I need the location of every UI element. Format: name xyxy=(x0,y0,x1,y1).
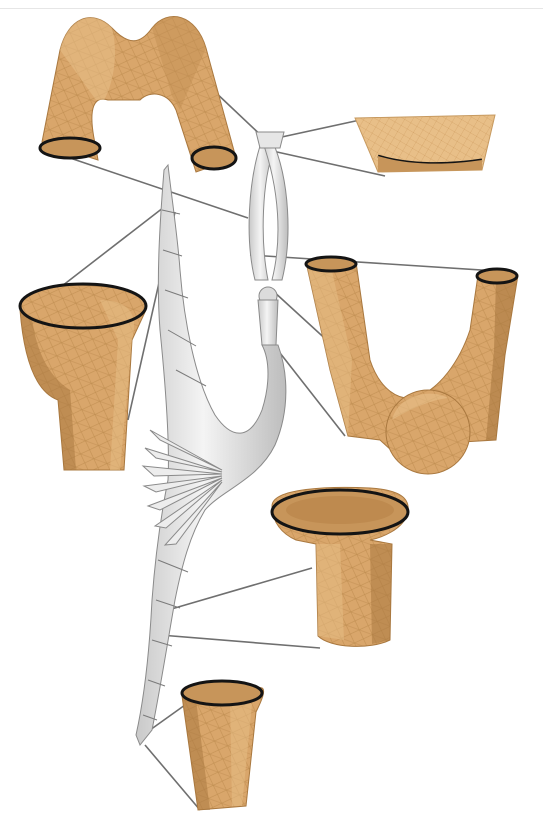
small-cup-part xyxy=(182,681,264,810)
connector-cup-top xyxy=(62,204,168,286)
wide-cup-part xyxy=(20,284,147,470)
pedestal-part xyxy=(272,487,408,646)
skeleton-model xyxy=(136,132,288,745)
connector-pedestal-top xyxy=(168,568,312,610)
connector-utube-top xyxy=(250,255,512,272)
connector-pedestal-bottom xyxy=(160,635,320,648)
connector-slab-bottom xyxy=(268,150,385,176)
arch-part xyxy=(40,17,236,172)
flat-slab-part xyxy=(355,115,495,172)
u-tube-part xyxy=(306,257,518,474)
